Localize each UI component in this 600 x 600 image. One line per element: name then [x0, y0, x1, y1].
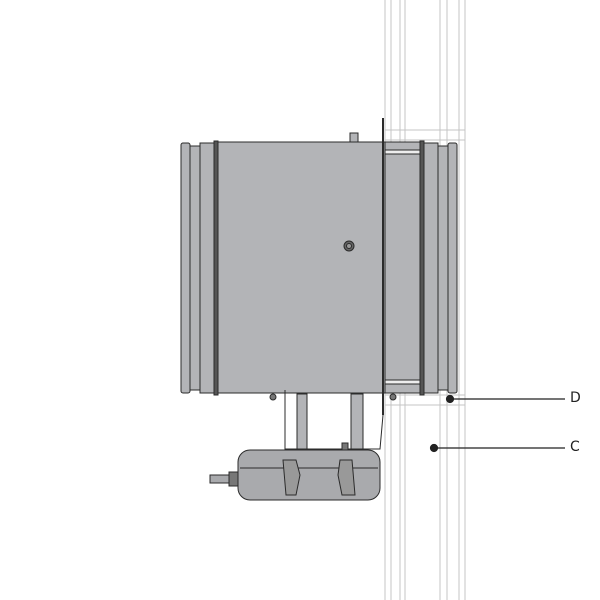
leader-lines	[429, 394, 565, 453]
label-c: C	[570, 439, 580, 455]
label-d: D	[570, 390, 581, 406]
actuator-bracket	[269, 390, 397, 450]
actuator	[209, 442, 381, 501]
duct-body	[180, 118, 458, 415]
